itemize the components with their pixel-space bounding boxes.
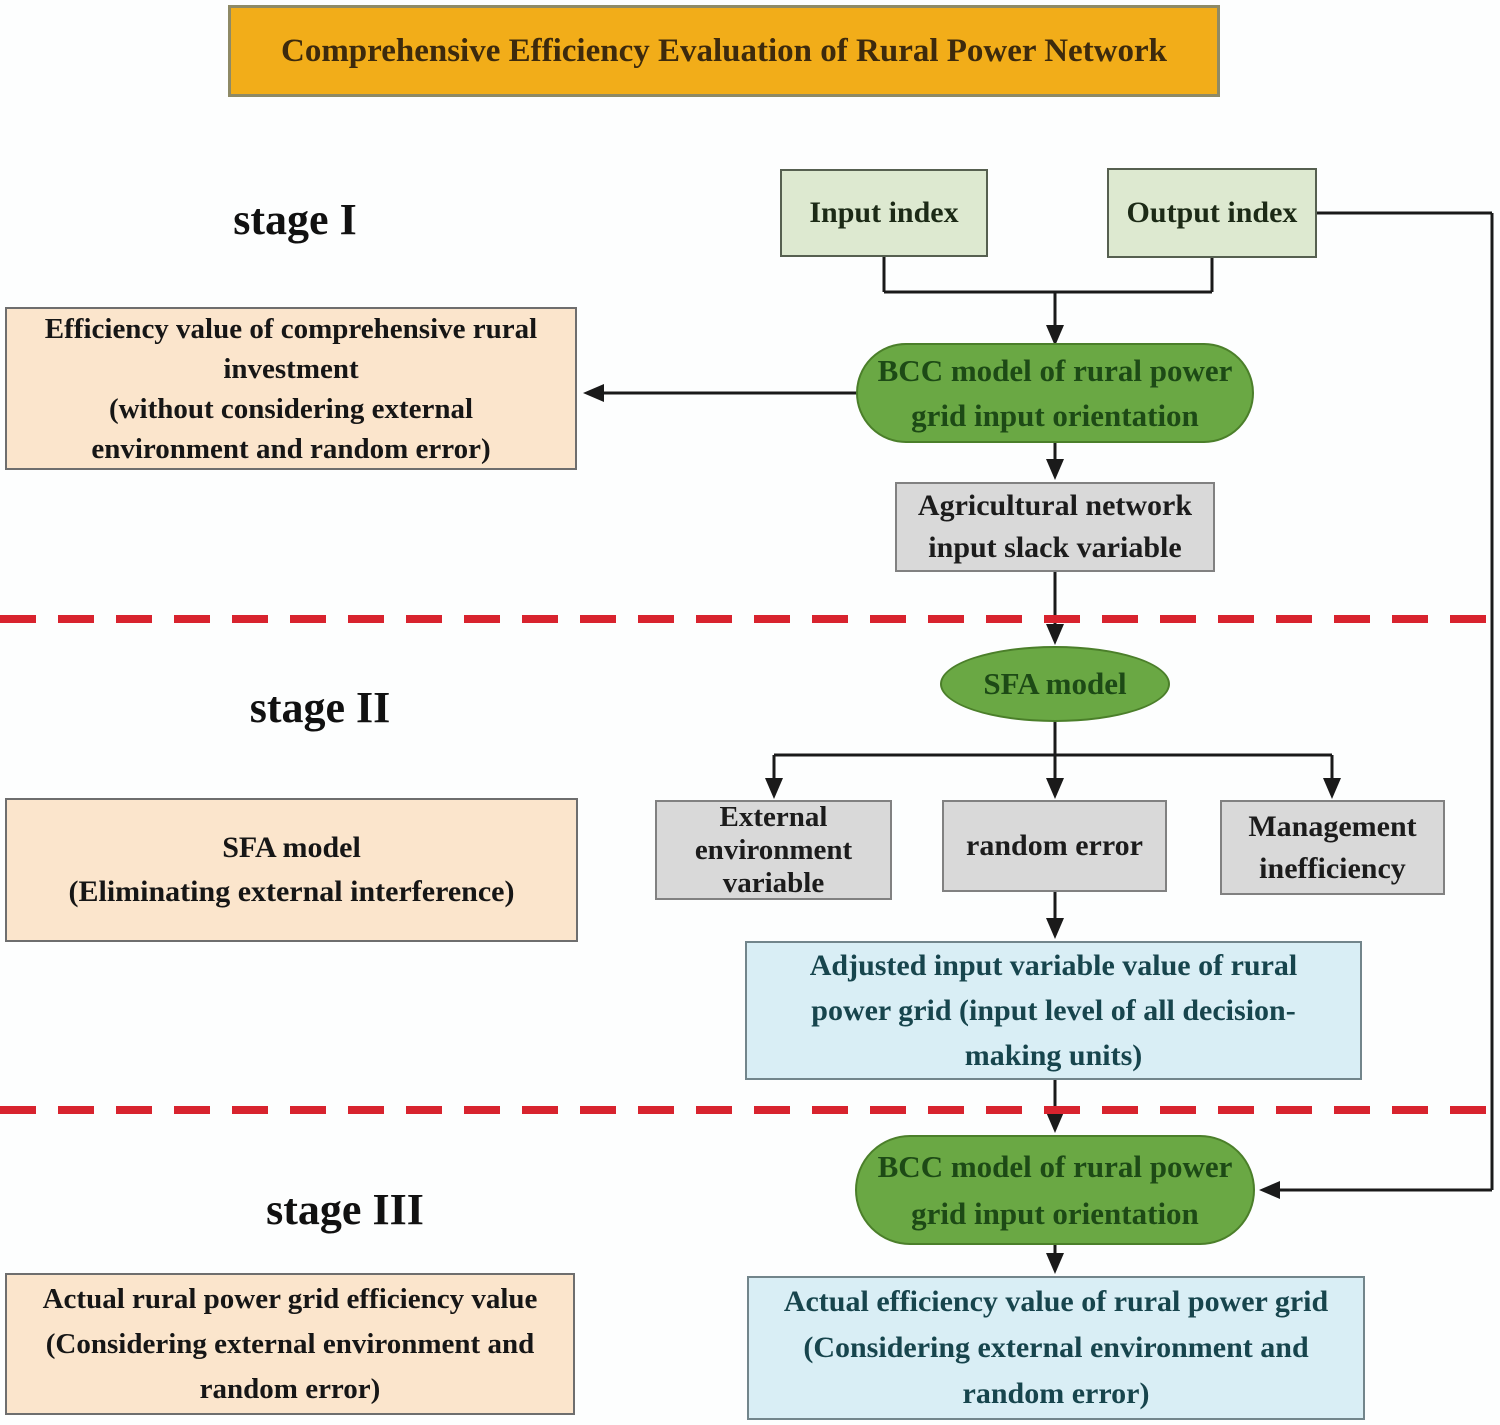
management-inefficiency-box: Management inefficiency [1220, 800, 1445, 895]
arrowhead-into-adjusted [1046, 918, 1064, 939]
output-index-box: Output index [1107, 168, 1317, 258]
sfa-model-ellipse: SFA model [940, 646, 1170, 722]
sfa-model-left-box: SFA model (Eliminating external interfer… [5, 798, 578, 942]
arrowhead-into-sfa [1046, 624, 1064, 645]
arrowhead-into-external-env [765, 778, 783, 799]
bcc-model-stage1-box: BCC model of rural power grid input orie… [856, 343, 1254, 443]
stage-2-label: stage II [249, 683, 391, 732]
arrowhead-into-bcc3-top [1046, 1112, 1064, 1133]
agricultural-slack-box: Agricultural network input slack variabl… [895, 482, 1215, 572]
arrowhead-into-agricultural [1046, 459, 1064, 480]
arrowhead-into-random-error [1046, 778, 1064, 799]
stage-1-label: stage I [233, 195, 357, 244]
stage-3-label: stage III [266, 1185, 424, 1234]
arrowhead-into-efficiency-value [583, 384, 604, 402]
arrowhead-into-management [1323, 778, 1341, 799]
external-environment-box: External environment variable [655, 800, 892, 900]
bcc-model-stage3-box: BCC model of rural power grid input orie… [855, 1135, 1255, 1245]
arrowhead-into-actual-right [1046, 1253, 1064, 1274]
adjusted-input-box: Adjusted input variable value of rural p… [745, 941, 1362, 1080]
input-index-box: Input index [780, 169, 988, 257]
efficiency-value-box: Efficiency value of comprehensive rural … [5, 307, 577, 470]
actual-efficiency-left-box: Actual rural power grid efficiency value… [5, 1273, 575, 1415]
random-error-box: random error [942, 800, 1167, 892]
diagram-title: Comprehensive Efficiency Evaluation of R… [228, 5, 1220, 97]
arrowhead-into-bcc3-right [1259, 1181, 1280, 1199]
actual-efficiency-right-box: Actual efficiency value of rural power g… [747, 1276, 1365, 1420]
